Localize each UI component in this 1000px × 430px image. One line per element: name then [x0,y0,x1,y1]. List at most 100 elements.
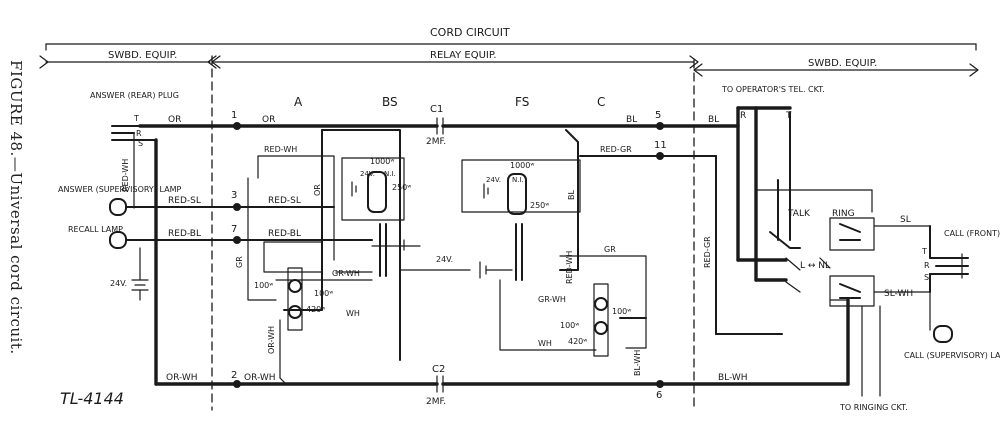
operator-r-label: R [740,111,746,121]
ring-conductor [154,138,850,393]
wire-sl-right: SL [900,215,911,225]
resistor-250-fs: 250ʷ [530,201,549,210]
terminal-11-label: 11 [654,140,667,151]
wire-wh-relay-c: WH [538,339,552,348]
operator-t-label: T [785,111,792,121]
resistor-250-bs: 250ʷ [392,183,411,192]
tip-conductor [138,117,788,262]
terminal-5-label: 5 [655,110,661,121]
call-plug-s: S [924,273,929,282]
capacitor-c2-value: 2MF. [426,397,446,407]
resistor-100-c2: 100ʷ [612,307,631,316]
wire-or-relay-a: OR [313,184,322,196]
center-battery [399,261,513,279]
fs-ni-label: N.I. [512,176,524,184]
resistor-100-a2: 100ʷ [314,289,333,298]
wire-or-right: OR [262,115,275,125]
resistor-420-a: 420ʷ [306,305,325,314]
terminal-2 [233,380,241,388]
recall-battery-label: 24V. [110,279,127,288]
relay-equip-label: RELAY EQUIP. [430,50,497,61]
operator-circuit-label: TO OPERATOR'S TEL. CKT. [721,85,825,94]
wire-bl-wh: BL-WH [718,373,748,383]
wire-red-wh-relay-a: RED-WH [264,145,297,154]
answer-rear-plug [111,125,157,209]
resistor-100-c1: 100ʷ [560,321,579,330]
wire-bl-relay-fs: BL [567,190,576,200]
plug-t-left: T [133,114,139,123]
talk-key-label: TALK [787,209,811,219]
wire-gr-relay-a: GR [235,256,244,268]
plug-s-left: S [138,139,143,148]
terminal-6 [656,380,664,388]
call-plug-label: CALL (FRONT) PLUG [944,229,1000,238]
wire-bl-right: BL [708,115,719,125]
wire-gr-relay-c: GR [604,245,616,254]
center-battery-label: 24V. [436,255,453,264]
cord-circuit-label: CORD CIRCUIT [430,26,510,39]
relay-group-a: A [294,95,303,109]
red-gr-conductor [579,152,783,335]
wire-bl-wh-relay-c: BL-WH [633,350,642,376]
terminal-1 [233,122,241,130]
swbd-equip-left-label: SWBD. EQUIP. [108,50,177,61]
resistor-420-c: 420ʷ [568,337,587,346]
relay-assembly-a-bs [247,129,421,385]
wire-red-bl-relay: RED-BL [268,229,301,239]
ring-key-label: RING [832,209,855,219]
wire-or-left: OR [168,115,181,125]
plug-r-left: R [136,129,142,138]
drawing-number: TL-4144 [60,389,124,408]
call-supervisory-lamp [929,291,953,343]
capacitor-c2-label: C2 [432,364,445,375]
terminal-5 [656,122,664,130]
fs-24v-label: 24V. [486,176,501,184]
relay-group-c: C [597,95,605,109]
call-lamp-label: CALL (SUPERVISORY) LAMP [904,351,1000,360]
relay-assembly-fs-c [461,129,647,357]
terminal-2-label: 2 [231,370,237,381]
resistor-100-a1: 100ʷ [254,281,273,290]
wire-red-wh-relay-c: RED-WH [565,251,574,284]
section-brackets [39,43,979,411]
wire-red-sl-relay: RED-SL [268,196,301,206]
l-nl-label: L ↔ NL [800,261,830,271]
call-plug-t: T [921,247,927,256]
answer-plug-label: ANSWER (REAR) PLUG [90,91,179,100]
answer-lamp-label: ANSWER (SUPERVISORY) LAMP [58,185,181,194]
wire-wh-relay-a: WH [346,309,360,318]
wire-or-wh-left: OR-WH [166,373,198,383]
bs-ni-label: N.I. [384,170,396,178]
figure-caption-strip: FIGURE 48.—Universal cord circuit. [0,0,40,430]
resistor-1000-fs: 1000ʷ [510,161,534,170]
terminal-1-label: 1 [231,110,237,121]
terminal-7-label: 7 [231,224,237,235]
capacitor-c1-label: C1 [430,104,443,115]
wire-red-gr: RED-GR [600,145,632,154]
capacitor-c1-value: 2MF. [426,137,446,147]
terminal-6-label: 6 [656,390,662,401]
terminal-11 [656,152,664,160]
answer-supervisory-lamp [109,198,241,216]
wire-red-sl: RED-SL [168,196,201,206]
wire-red-gr-vertical: RED-GR [703,236,712,268]
wire-red-wh-left: RED-WH [121,159,130,192]
bs-24v-label: 24V. [360,170,375,178]
recall-lamp-label: RECALL LAMP [68,225,123,234]
wire-sl-wh-right: SL-WH [884,289,913,299]
wire-bl-left: BL [626,115,637,125]
call-plug-r: R [924,261,930,270]
relay-group-fs: FS [515,95,529,109]
wire-gr-wh-relay-a: GR-WH [332,269,360,278]
swbd-equip-right-label: SWBD. EQUIP. [808,58,877,69]
resistor-1000-bs: 1000ʷ [370,157,394,166]
wire-gr-wh-relay-c: GR-WH [538,295,566,304]
call-front-plug [929,225,969,293]
terminal-3-label: 3 [231,190,237,201]
figure-caption: FIGURE 48.—Universal cord circuit. [7,60,25,355]
wire-red-bl: RED-BL [168,229,201,239]
talk-ring-keys [736,106,931,397]
ringing-circuit-label: TO RINGING CKT. [839,403,908,412]
